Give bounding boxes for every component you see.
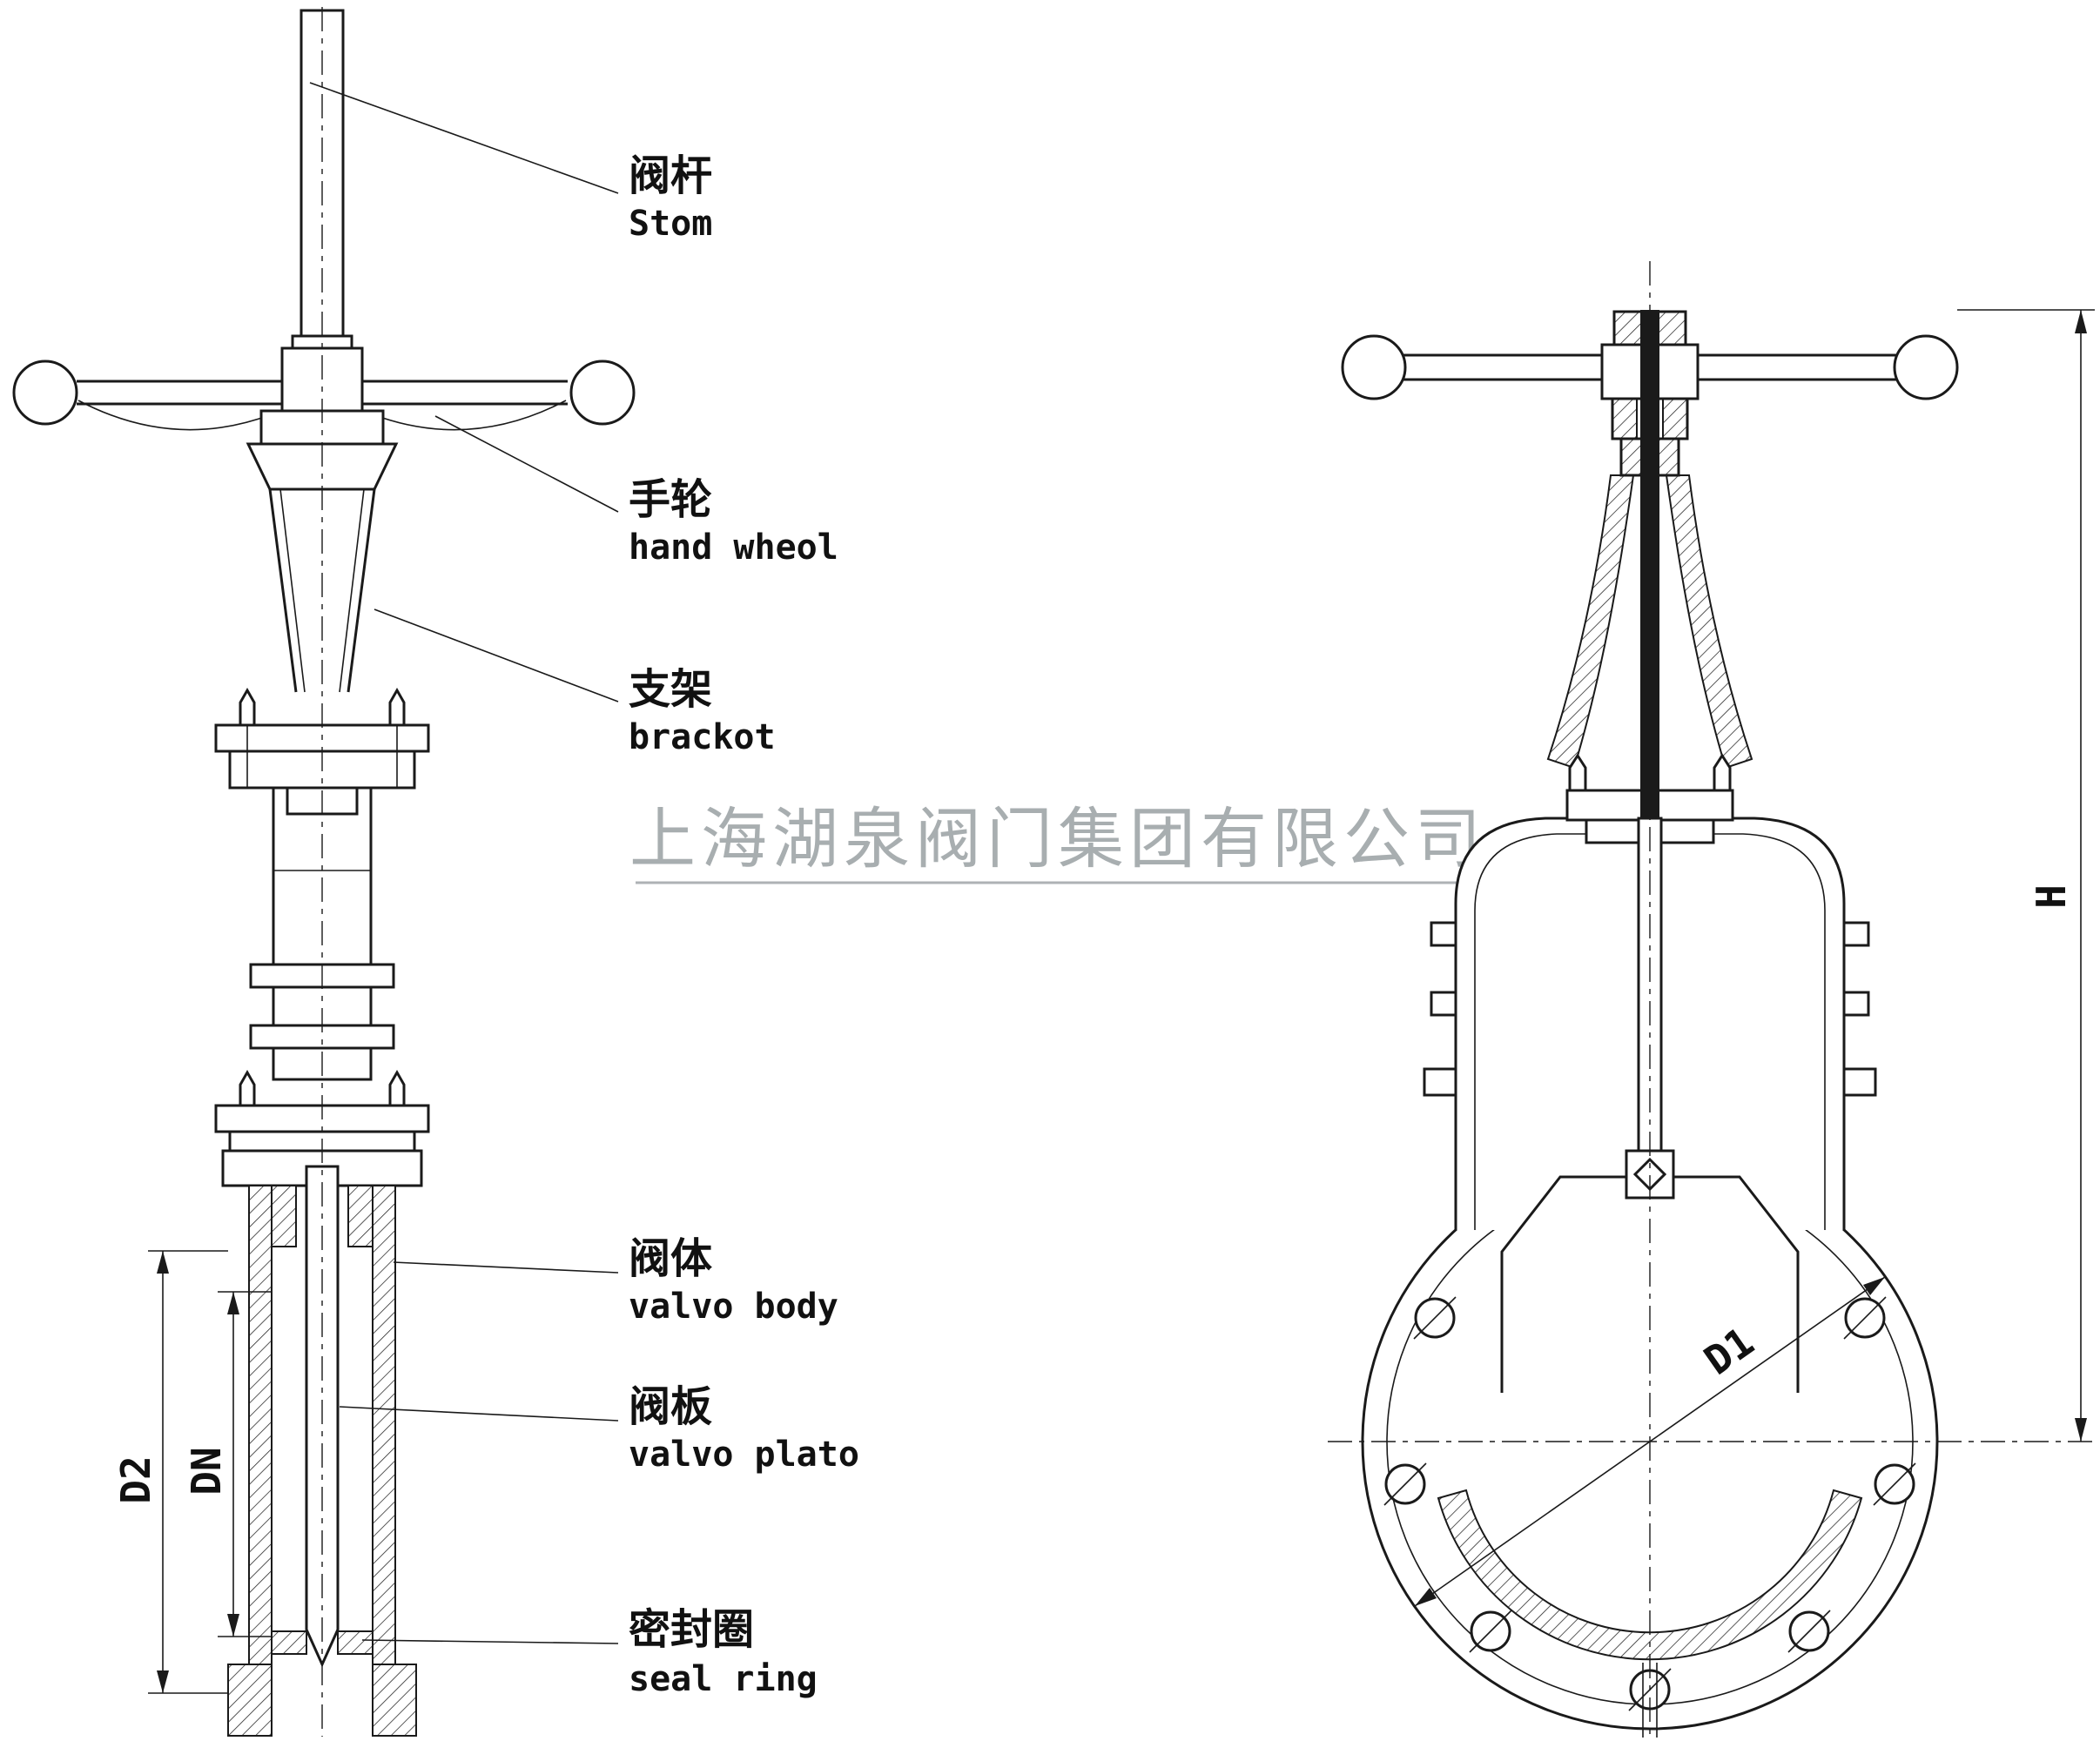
dimension-label-d2: D2 xyxy=(112,1455,159,1503)
bottom-flange-left xyxy=(227,1664,273,1737)
handwheel-knob-left xyxy=(12,360,78,426)
callout-labels: 阀杆 Stom 手轮 hand wheol 支架 brackot 阀体 valv… xyxy=(309,82,859,1699)
label-stem-en: Stom xyxy=(629,204,712,244)
label-seal-ring-zh: 密封圈 xyxy=(629,1605,754,1654)
bolt-icon xyxy=(239,687,256,727)
dimension-label-dn: DN xyxy=(183,1447,230,1495)
leader-stem xyxy=(309,82,619,194)
seat-ring-band xyxy=(1437,1489,1863,1661)
bottom-flange-right xyxy=(372,1664,417,1737)
label-hand-wheel-en: hand wheol xyxy=(629,528,838,568)
leader-hand-wheel xyxy=(434,415,619,513)
handwheel-spokes xyxy=(77,400,567,431)
bolt-hole-icon xyxy=(1787,1610,1831,1653)
left-view-section: D2 DN xyxy=(12,9,636,1737)
handwheel-knob-left xyxy=(1341,334,1407,400)
label-valve-plate-en: valvo plato xyxy=(629,1435,859,1475)
seal-ring-left xyxy=(271,1630,307,1655)
dimension-dn: DN xyxy=(183,1291,272,1637)
leader-bracket xyxy=(374,608,619,702)
watermark-text: 上海湖泉阀门集团有限公司 xyxy=(629,800,1486,877)
label-stem-zh: 阀杆 xyxy=(629,151,712,200)
bolt-hole-icon xyxy=(1413,1296,1457,1340)
drain-stub xyxy=(1642,1663,1658,1738)
dimension-d1: D1 xyxy=(1414,1276,1886,1607)
dimension-d2: D2 xyxy=(112,1250,228,1694)
stuffing-box xyxy=(271,1185,297,1247)
label-bracket-zh: 支架 xyxy=(629,665,712,714)
leader-valve-body xyxy=(393,1261,619,1274)
bracket-left-view xyxy=(214,409,430,790)
body-lug xyxy=(1842,921,1870,947)
bolt-icon xyxy=(388,1069,406,1107)
handwheel-knob-right xyxy=(1893,334,1959,400)
label-bracket-en: brackot xyxy=(629,717,776,757)
stuffing-box xyxy=(347,1185,374,1247)
bolt-hole-icon xyxy=(1469,1610,1512,1653)
seal-ring-right xyxy=(337,1630,374,1655)
bolt-hole-icon xyxy=(1873,1462,1916,1506)
handwheel-knob-right xyxy=(569,360,636,426)
body-wall-right xyxy=(372,1185,396,1665)
stem-front-view-threaded xyxy=(1640,310,1659,818)
watermark: 上海湖泉阀门集团有限公司 xyxy=(629,800,1486,884)
label-seal-ring-en: seal ring xyxy=(629,1659,818,1699)
dimension-label-h: H xyxy=(2028,884,2075,909)
leader-seal-ring xyxy=(361,1639,619,1644)
dimension-h: H xyxy=(1957,309,2095,1442)
body-lug xyxy=(1430,921,1457,947)
label-hand-wheel-zh: 手轮 xyxy=(629,475,712,524)
body-wall-left xyxy=(248,1185,273,1665)
body-lug xyxy=(1423,1067,1457,1097)
bolt-icon xyxy=(239,1069,256,1107)
body-lug xyxy=(1430,991,1457,1017)
body-lug xyxy=(1842,1067,1877,1097)
right-view-front: H D1 xyxy=(1328,261,2095,1738)
body-lug xyxy=(1842,991,1870,1017)
label-valve-plate-zh: 阀板 xyxy=(629,1382,712,1431)
bolt-hole-icon xyxy=(1383,1462,1427,1506)
label-valve-body-zh: 阀体 xyxy=(629,1234,712,1283)
bolt-hole-icon xyxy=(1843,1296,1887,1340)
leader-valve-plate xyxy=(339,1406,619,1422)
flange-bolt-holes xyxy=(1383,1296,1916,1711)
bolt-icon xyxy=(388,687,406,727)
label-valve-body-en: valvo body xyxy=(629,1287,838,1327)
